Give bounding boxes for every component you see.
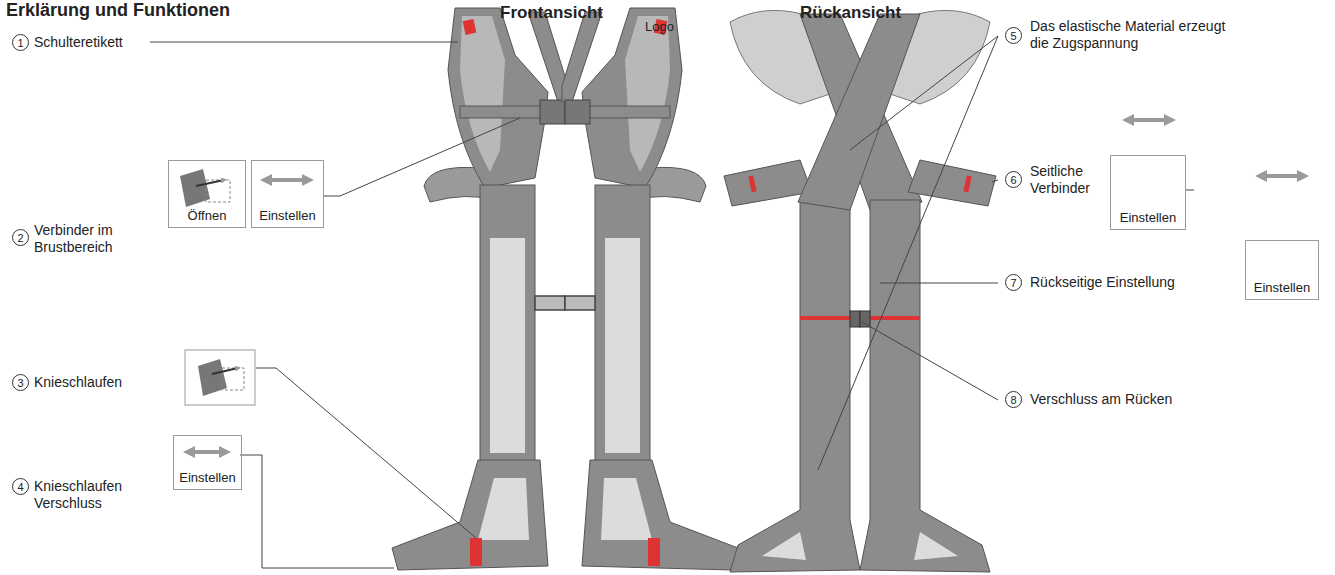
part-name: Rückseitige Einstellung	[1030, 274, 1230, 291]
knee-loop-icon	[185, 350, 255, 405]
callout-number: 8	[1005, 391, 1022, 408]
callout-number: 1	[12, 34, 29, 51]
open-icon	[180, 169, 230, 207]
front-view	[392, 8, 738, 570]
view-heading: Rückansicht	[800, 4, 901, 21]
box-label: Einstellen	[179, 470, 235, 485]
callout-number: 2	[12, 229, 29, 246]
callout-number: 5	[1005, 27, 1022, 44]
icon-box: Einstellen	[1110, 155, 1186, 230]
part-name: Seitliche Verbinder	[1030, 163, 1106, 197]
callout-number: 3	[12, 374, 29, 391]
logo-label: Logo	[645, 18, 674, 35]
leader-lines	[150, 36, 1194, 568]
adjust-icon	[189, 120, 1303, 452]
part-name: Verbinder im Brustbereich	[34, 222, 146, 256]
part-name: Verschluss am Rücken	[1030, 391, 1172, 408]
diagram-title: Erklärung und Funktionen	[6, 2, 230, 19]
box-label: Einstellen	[1254, 280, 1310, 295]
callout-number: 4	[12, 478, 29, 495]
icon-box: Einstellen	[1245, 240, 1319, 300]
part-name: Das elastische Material erzeugt die Zugs…	[1030, 18, 1230, 52]
icon-box: Einstellen	[173, 435, 242, 490]
box-label: Einstellen	[1120, 210, 1176, 225]
view-heading: Frontansicht	[500, 4, 603, 21]
callout-number: 7	[1005, 274, 1022, 291]
part-name: Schulteretikett	[34, 34, 123, 51]
box-label: Einstellen	[259, 208, 315, 223]
icon-box: Einstellen	[251, 160, 324, 228]
part-name: Knieschlaufen Verschluss	[34, 478, 174, 512]
box-label: Öffnen	[188, 208, 227, 223]
icon-box: Öffnen	[168, 160, 246, 228]
back-view	[724, 10, 996, 572]
callout-number: 6	[1005, 171, 1022, 188]
part-name: Knieschlaufen	[34, 374, 122, 391]
